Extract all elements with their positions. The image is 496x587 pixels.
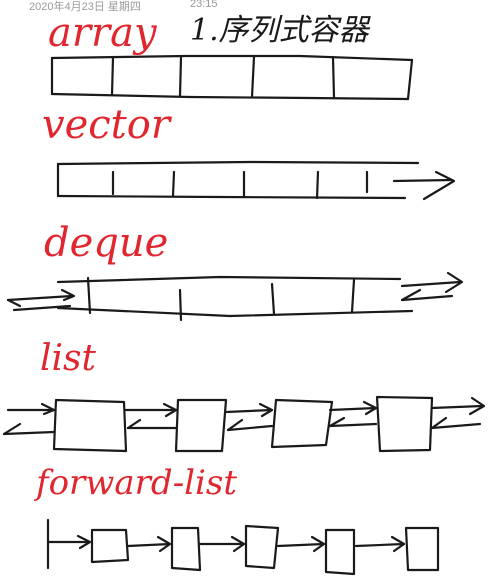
date-stamp: 2020年4月23日 星期四	[29, 1, 141, 13]
forward-list-label: forward-list	[33, 463, 237, 503]
vector-label: vector	[42, 102, 173, 148]
list-diagram	[2, 395, 486, 453]
forward-list-diagram	[46, 518, 440, 576]
time-stamp: 23:15	[190, 0, 218, 10]
vector-diagram	[56, 160, 456, 201]
array-diagram	[50, 54, 414, 101]
list-label: list	[40, 338, 97, 379]
deque-label: deque	[44, 220, 168, 266]
array-label: array	[48, 10, 158, 56]
heading-label: 1.序列式容器	[190, 13, 372, 48]
deque-diagram	[6, 271, 464, 322]
